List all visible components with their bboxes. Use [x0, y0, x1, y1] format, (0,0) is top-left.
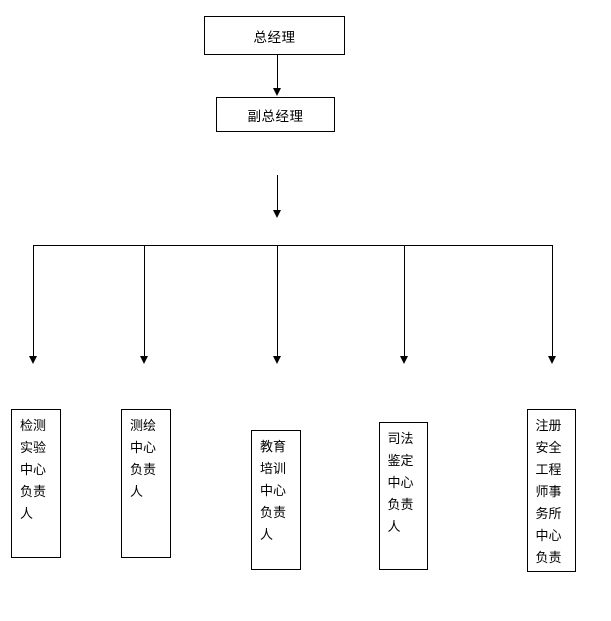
- connector-deputy-to-bus-arrow-icon: [272, 210, 281, 218]
- connector-gm-to-deputy-line: [277, 55, 278, 89]
- connector-drop-arrow-3-icon: [272, 356, 281, 364]
- connector-deputy-to-bus-line: [277, 175, 278, 211]
- connector-drop-arrow-1-icon: [28, 356, 37, 364]
- node-department-3-label: 教育培训中心负责人: [260, 440, 287, 543]
- connector-drop-arrow-2-icon: [139, 356, 148, 364]
- node-department-1[interactable]: 检测实验中心负责人: [11, 409, 61, 558]
- node-department-4[interactable]: 司法鉴定中心负责人: [379, 422, 428, 570]
- connector-drop-line-1: [33, 245, 34, 357]
- node-department-1-label: 检测实验中心负责人: [20, 419, 47, 522]
- connector-horizontal-bus: [33, 245, 553, 246]
- node-department-2-label: 测绘中心负责人: [130, 419, 157, 500]
- connector-gm-to-deputy-arrow-icon: [272, 88, 281, 96]
- node-department-5-label: 注册安全工程师事务所中心负责: [535, 419, 562, 566]
- connector-drop-arrow-4-icon: [399, 356, 408, 364]
- node-department-3[interactable]: 教育培训中心负责人: [251, 430, 301, 570]
- node-general-manager-label: 总经理: [253, 29, 296, 46]
- node-deputy-general-manager-label: 副总经理: [247, 108, 304, 125]
- node-deputy-general-manager[interactable]: 副总经理: [216, 97, 335, 132]
- node-department-4-label: 司法鉴定中心负责人: [387, 432, 414, 535]
- node-department-5[interactable]: 注册安全工程师事务所中心负责: [527, 409, 576, 572]
- connector-drop-arrow-5-icon: [547, 356, 556, 364]
- node-department-2[interactable]: 测绘中心负责人: [121, 409, 171, 558]
- connector-drop-line-3: [277, 245, 278, 357]
- node-general-manager[interactable]: 总经理: [204, 16, 345, 55]
- connector-drop-line-4: [404, 245, 405, 357]
- connector-drop-line-5: [552, 245, 553, 357]
- connector-drop-line-2: [144, 245, 145, 357]
